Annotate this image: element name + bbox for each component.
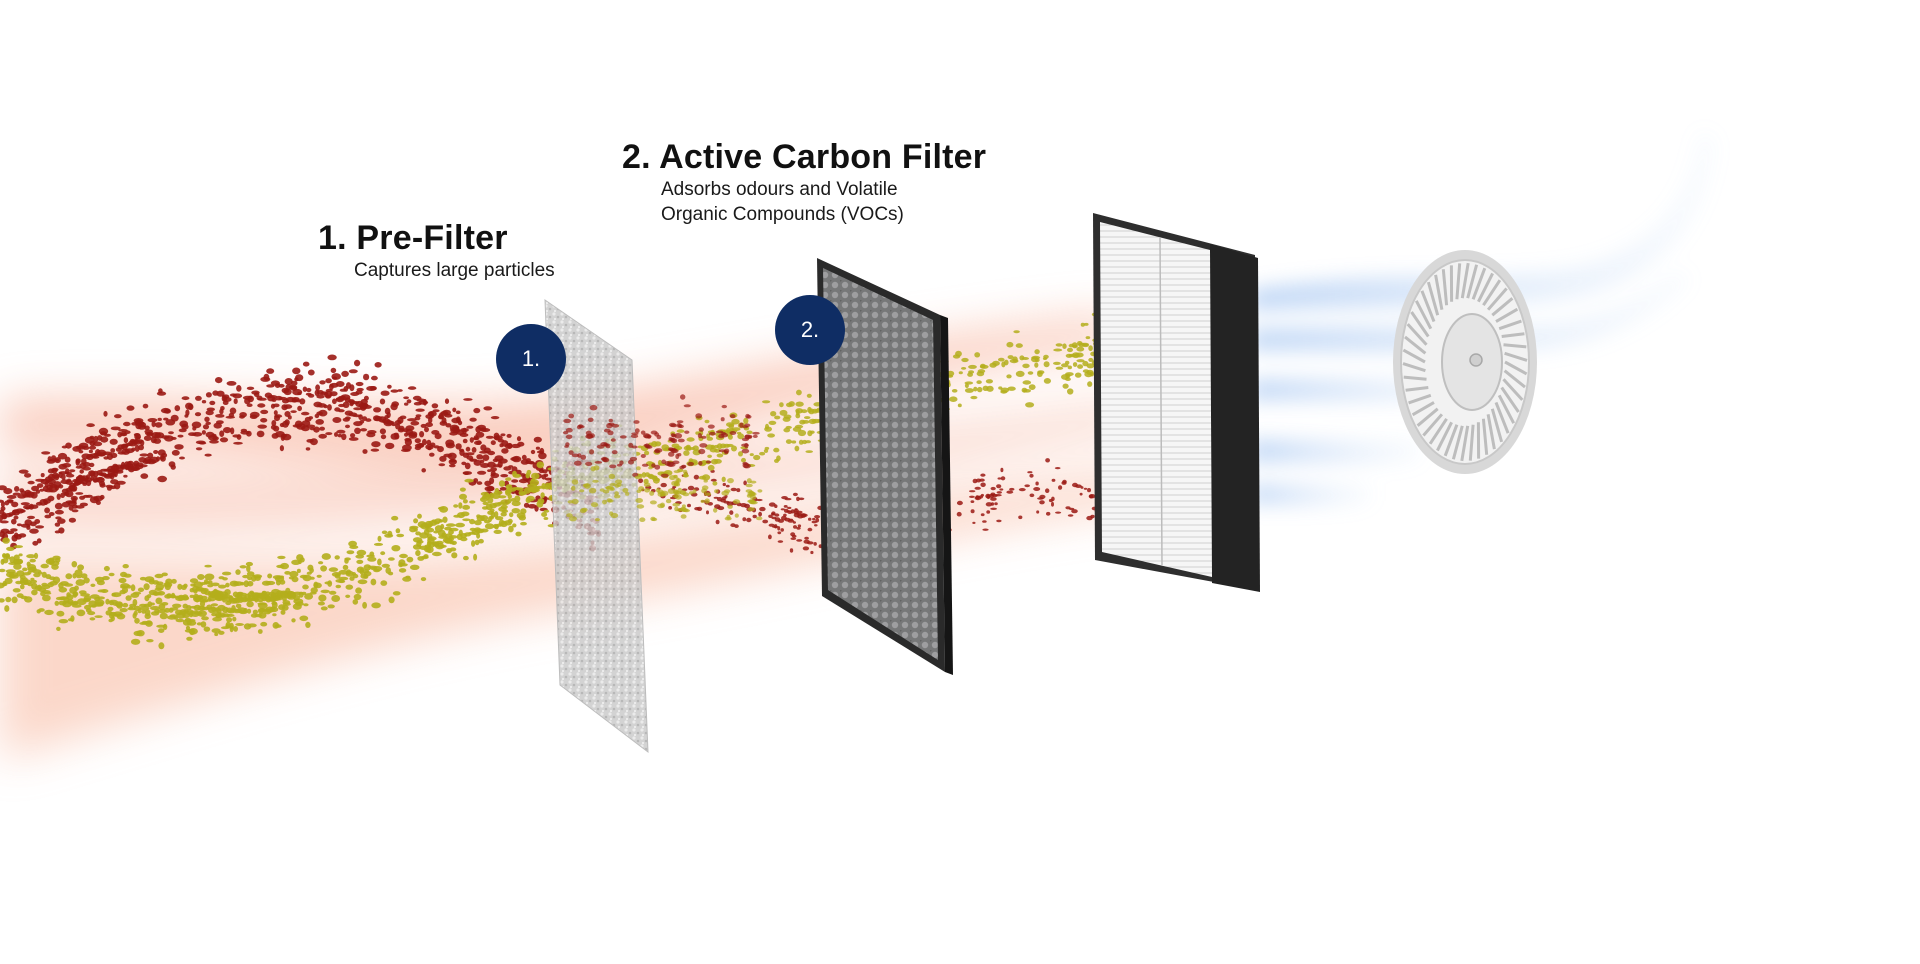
carbon-filter-description-line-1: Adsorbs odours and Volatile xyxy=(661,179,898,200)
pre-filter-panel xyxy=(544,299,649,754)
pre-filter-title: 1. Pre-Filter xyxy=(318,219,508,257)
filtered-particles xyxy=(563,394,763,522)
pre-filter-label: 1. Pre-Filter Captures large particles xyxy=(318,218,555,283)
fan-icon xyxy=(1393,250,1537,474)
carbon-filter-title: 2. Active Carbon Filter xyxy=(622,138,987,176)
carbon-filter-label: 2. Active Carbon Filter Adsorbs odours a… xyxy=(622,137,986,227)
step-badge-1: 1. xyxy=(496,324,566,394)
pre-filter-description: Captures large particles xyxy=(354,260,555,281)
carbon-filter-description-line-2: Organic Compounds (VOCs) xyxy=(661,204,904,225)
active-carbon-filter-panel xyxy=(817,258,953,675)
step-badge-2: 2. xyxy=(775,295,845,365)
hepa-filter-panel xyxy=(1093,213,1260,592)
